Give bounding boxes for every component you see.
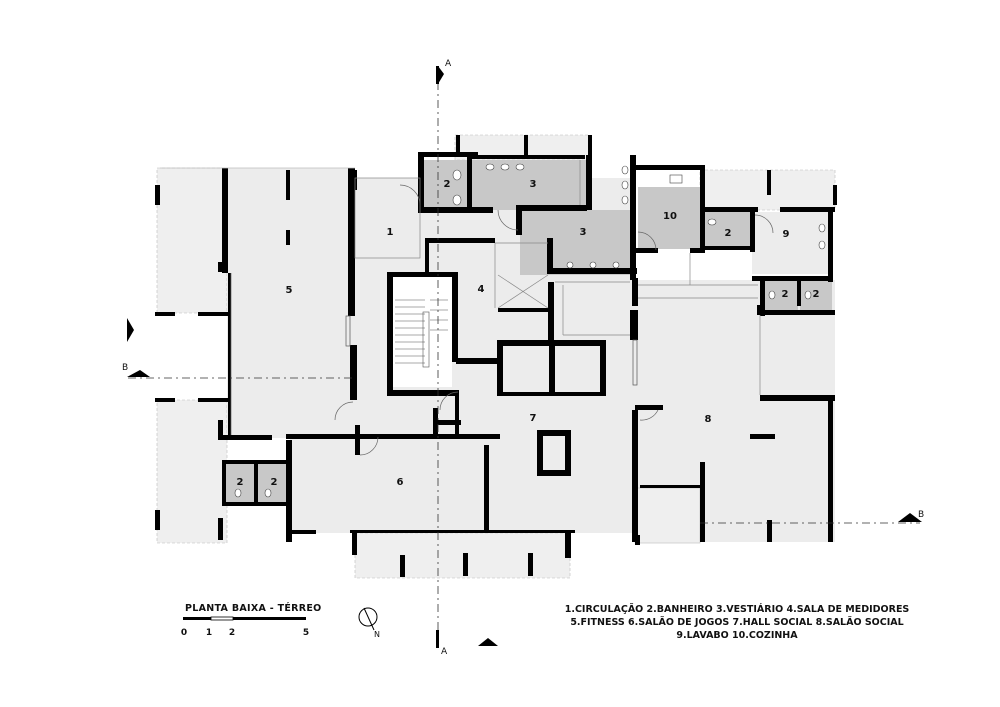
elevator-right <box>555 346 602 394</box>
room-label-bathroom-left-b: 2 <box>271 477 278 488</box>
plan-title: PLANTA BAIXA - TÉRREO <box>185 602 322 614</box>
sanitary-fixtures <box>234 163 826 498</box>
walls <box>155 135 837 577</box>
room-label-circulation: 1 <box>387 227 394 238</box>
scale-tick-1: 1 <box>206 628 212 638</box>
section-label-b-right: B <box>918 510 924 520</box>
section-arrow-b-left-2 <box>127 370 150 377</box>
game-room-floor <box>290 438 488 533</box>
room-label-changing-mid: 3 <box>580 227 587 238</box>
room-label-changing-top: 3 <box>530 179 537 190</box>
section-lines <box>128 82 920 650</box>
section-label-b-left: B <box>122 363 128 373</box>
section-arrow-b-left <box>127 318 134 342</box>
bathroom-right-floor <box>703 212 751 248</box>
section-arrow-a-top <box>438 66 444 84</box>
section-label-a-bottom: A <box>441 647 448 657</box>
elevator-left <box>501 346 549 394</box>
room-labels: 1 2 3 3 10 2 9 2 2 4 5 7 8 6 2 2 <box>237 179 820 488</box>
kitchen-floor <box>638 187 700 249</box>
thin-lines <box>160 160 761 435</box>
north-label: N <box>374 630 380 639</box>
section-arrow-b-right <box>898 513 922 522</box>
legend-line-1: 1.CIRCULAÇÃO 2.BANHEIRO 3.VESTIÁRIO 4.SA… <box>565 603 910 615</box>
scale-tick-2: 2 <box>229 628 235 638</box>
title-block: PLANTA BAIXA - TÉRREO 0 1 2 5 N <box>181 602 380 639</box>
room-label-kitchen: 10 <box>663 211 677 222</box>
section-markers <box>127 66 922 648</box>
room-label-bathroom-right-a: 2 <box>782 289 789 300</box>
door-swings <box>334 184 774 456</box>
room-label-bathroom-right-b: 2 <box>813 289 820 300</box>
room-label-party-hall: 8 <box>705 414 712 425</box>
terrace-bottom <box>354 532 571 579</box>
legend-line-2: 5.FITNESS 6.SALÃO DE JOGOS 7.HALL SOCIAL… <box>570 617 903 628</box>
scale-tick-0: 0 <box>181 628 187 638</box>
room-label-fitness: 5 <box>286 285 293 296</box>
north-arrow-icon: N <box>358 607 380 639</box>
scale-tick-5: 5 <box>303 628 309 638</box>
section-arrow-a-bottom <box>478 638 498 646</box>
room-label-bathroom-top: 2 <box>444 179 451 190</box>
legend-line-3: 9.LAVABO 10.COZINHA <box>676 630 798 641</box>
bathroom-left-b-floor <box>258 463 288 503</box>
room-label-bathroom-left-a: 2 <box>237 477 244 488</box>
bathroom-top-floor <box>424 160 472 210</box>
room-label-game-room: 6 <box>397 477 404 488</box>
fitness-floor <box>227 168 355 438</box>
lavatory-floor <box>752 212 830 274</box>
stair-steps <box>395 299 448 368</box>
terrace-left-bottom <box>156 399 228 544</box>
scale-bar: 0 1 2 5 <box>181 616 309 638</box>
bathroom-left-a-floor <box>226 463 256 503</box>
section-label-a-top: A <box>445 59 452 69</box>
room-label-bathroom-right: 2 <box>725 228 732 239</box>
terrace-right-bottom <box>634 487 701 544</box>
room-legend: 1.CIRCULAÇÃO 2.BANHEIRO 3.VESTIÁRIO 4.SA… <box>565 603 910 641</box>
floor-areas <box>156 134 836 579</box>
room-label-social-hall: 7 <box>530 413 537 424</box>
terrace-left-top <box>156 167 228 314</box>
staircase <box>390 275 452 387</box>
room-label-meter-room: 4 <box>478 284 485 295</box>
room-label-lavatory: 9 <box>783 229 790 240</box>
